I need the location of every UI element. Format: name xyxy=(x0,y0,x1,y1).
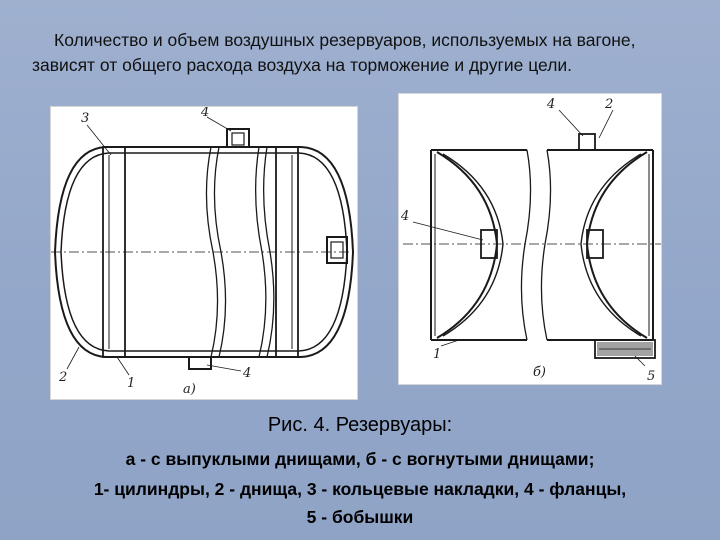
callout-b-2: 2 xyxy=(604,97,613,112)
callout-b-4-left: 4 xyxy=(400,209,409,224)
callout-a-1: 1 xyxy=(127,376,135,391)
figure-a-convex-reservoir: 3 4 2 1 4 а) xyxy=(50,106,358,400)
caption-line-2: 1- цилиндры, 2 - днища, 3 - кольцевые на… xyxy=(93,479,627,499)
figure-a-drawing: 3 4 2 1 4 а) xyxy=(51,107,357,397)
caption-title: Рис. 4. Резервуары: xyxy=(267,414,453,436)
boss-hatch xyxy=(597,342,653,356)
caption-line-3: 5 - бобышки xyxy=(306,507,414,527)
callout-b-4-top: 4 xyxy=(546,97,555,112)
callout-b-5: 5 xyxy=(647,369,655,384)
figure-b-sublabel: б) xyxy=(533,365,546,380)
callout-a-2: 2 xyxy=(58,370,67,385)
callout-a-3: 3 xyxy=(81,111,89,126)
figure-b-concave-reservoir: 4 2 4 1 5 б) xyxy=(398,93,662,385)
figure-a-sublabel: а) xyxy=(183,382,196,397)
callout-a-4-bottom: 4 xyxy=(242,366,251,381)
callout-a-4-top: 4 xyxy=(200,107,209,120)
callout-b-1: 1 xyxy=(433,347,441,362)
figure-b-drawing: 4 2 4 1 5 б) xyxy=(400,97,661,384)
intro-paragraph: Количество и объем воздушных резервуаров… xyxy=(32,30,636,75)
caption-line-1: а - с выпуклыми днищами, б - с вогнутыми… xyxy=(125,449,595,469)
